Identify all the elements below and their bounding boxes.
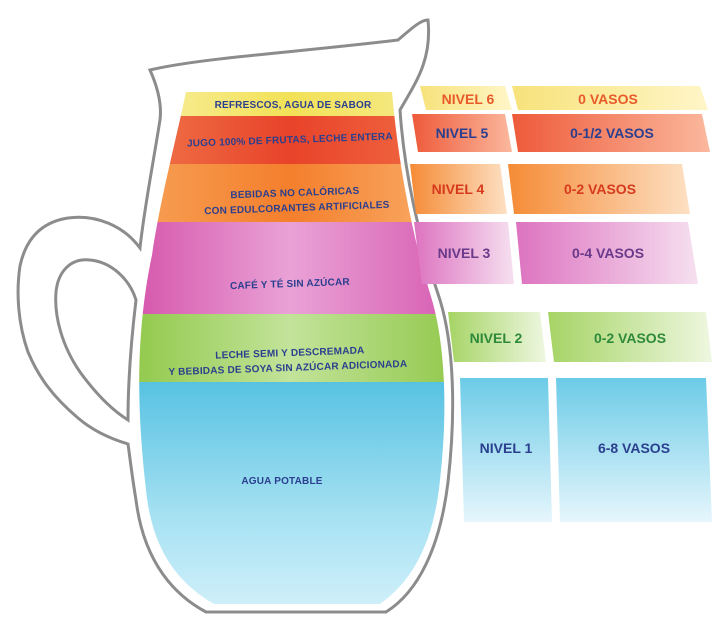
- layer-band-3: [120, 222, 460, 314]
- level-4-name: NIVEL 4: [432, 181, 485, 197]
- level-6-amount: 0 VASOS: [578, 91, 638, 107]
- level-4-amount: 0-2 VASOS: [564, 181, 636, 197]
- level-1-name: NIVEL 1: [480, 440, 533, 456]
- level-1-amount: 6-8 VASOS: [598, 440, 670, 456]
- level-ribbons: [410, 86, 712, 522]
- layer-6-label: REFRESCOS, AGUA DE SABOR: [215, 100, 372, 111]
- layer-1-label: AGUA POTABLE: [241, 476, 322, 487]
- level-3-amount: 0-4 VASOS: [572, 245, 644, 261]
- level-3-name: NIVEL 3: [438, 245, 491, 261]
- level-2-amount: 0-2 VASOS: [594, 330, 666, 346]
- level-5-name: NIVEL 5: [436, 125, 489, 141]
- level-5-amount: 0-1/2 VASOS: [570, 125, 654, 141]
- level-6-name: NIVEL 6: [442, 91, 495, 107]
- level-2-name: NIVEL 2: [470, 330, 523, 346]
